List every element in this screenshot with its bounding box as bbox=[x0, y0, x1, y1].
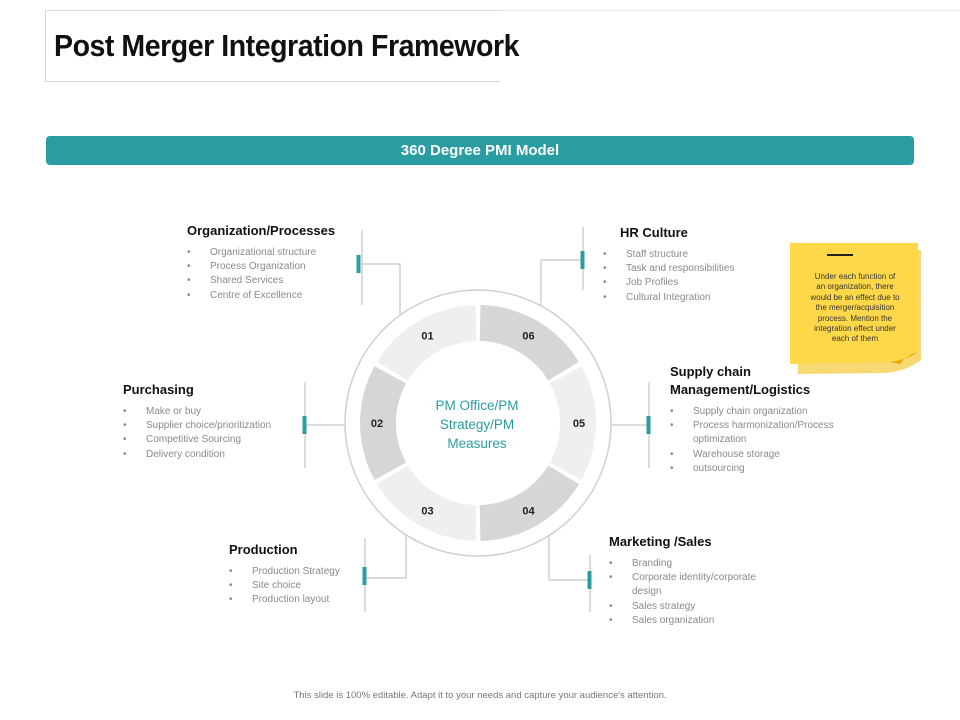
list-item: Staff structure bbox=[603, 248, 734, 262]
supply-list: Supply chain organization Process harmon… bbox=[670, 405, 834, 476]
sticky-note-paper bbox=[790, 243, 918, 364]
wheel-segment-04 bbox=[479, 465, 579, 541]
wheel-segment-01 bbox=[377, 305, 477, 381]
block-organization-processes: Organization/Processes Organizational st… bbox=[187, 222, 335, 303]
connector-org-elbow bbox=[362, 263, 401, 318]
block-supply-chain: Supply chain Management/Logistics Supply… bbox=[670, 363, 834, 476]
purchasing-title: Purchasing bbox=[123, 382, 194, 397]
note-dash bbox=[827, 254, 853, 256]
org-title: Organization/Processes bbox=[187, 223, 336, 238]
tick-marketing bbox=[587, 571, 592, 589]
list-item: optimization bbox=[693, 434, 747, 446]
center-label-line2: Strategy/PM bbox=[440, 417, 514, 432]
tick-hr bbox=[580, 251, 585, 269]
wheel-segments bbox=[360, 305, 596, 541]
list-item: Production layout bbox=[229, 593, 340, 607]
connector-hr-elbow bbox=[540, 259, 583, 310]
segment-label-05: 05 bbox=[573, 418, 585, 430]
top-divider bbox=[500, 10, 960, 11]
list-item: Delivery condition bbox=[123, 448, 271, 462]
model-banner: 360 Degree PMI Model bbox=[46, 136, 914, 165]
segment-labels: 06 05 04 03 02 01 bbox=[371, 331, 585, 518]
note-line: would be an effect due to bbox=[810, 292, 900, 302]
note-line: each of them bbox=[831, 334, 879, 344]
center-label-line1: PM Office/PM bbox=[435, 398, 518, 413]
sticky-note: Under each function of an organization, … bbox=[784, 242, 920, 374]
wheel-segment-06 bbox=[479, 305, 579, 381]
list-item: Branding bbox=[609, 557, 756, 571]
note-line: process. Mention the bbox=[817, 313, 893, 323]
hr-list: Staff structure Task and responsibilitie… bbox=[603, 248, 734, 305]
tick-org bbox=[356, 255, 361, 273]
list-item: Make or buy bbox=[123, 405, 271, 419]
marketing-list: Branding Corporate identity/corporate de… bbox=[609, 557, 756, 628]
list-item: design bbox=[632, 586, 662, 598]
tick-supply bbox=[646, 416, 651, 434]
list-item: Shared Services bbox=[187, 274, 335, 288]
list-item: Sales organization bbox=[609, 614, 756, 628]
tick-purchasing bbox=[302, 416, 307, 434]
purchasing-list: Make or buy Supplier choice/prioritizati… bbox=[123, 405, 271, 462]
list-item: Supply chain organization bbox=[670, 405, 834, 419]
wheel-center bbox=[396, 341, 560, 505]
list-item: Production Strategy bbox=[229, 565, 340, 579]
list-item: Centre of Excellence bbox=[187, 289, 335, 303]
sticky-note-curl bbox=[890, 352, 918, 364]
supply-title-line1: Supply chain bbox=[670, 364, 751, 379]
note-line: an organization, there bbox=[816, 282, 894, 292]
center-label-line3: Measures bbox=[447, 436, 507, 451]
segment-label-03: 03 bbox=[421, 505, 433, 517]
wheel-segment-03 bbox=[377, 465, 477, 541]
footer-note: This slide is 100% editable. Adapt it to… bbox=[293, 690, 667, 701]
org-list: Organizational structure Process Organiz… bbox=[187, 246, 335, 303]
title-frame bbox=[45, 10, 501, 82]
note-line: the merger/acquisition bbox=[815, 303, 895, 313]
list-item: Organizational structure bbox=[187, 246, 335, 260]
production-title: Production bbox=[229, 542, 298, 557]
list-item: outsourcing bbox=[670, 462, 834, 476]
segment-label-04: 04 bbox=[522, 505, 535, 517]
segment-label-06: 06 bbox=[522, 331, 534, 343]
list-item: Job Profiles bbox=[603, 276, 734, 290]
block-production: Production Production Strategy Site choi… bbox=[229, 541, 340, 608]
list-item: Task and responsibilities bbox=[603, 262, 734, 276]
segment-label-02: 02 bbox=[371, 418, 383, 430]
note-line: Under each function of bbox=[814, 272, 896, 281]
supply-title-line2: Management/Logistics bbox=[670, 382, 811, 397]
hr-title: HR Culture bbox=[620, 225, 688, 240]
marketing-title: Marketing /Sales bbox=[609, 534, 712, 549]
production-list: Production Strategy Site choice Producti… bbox=[229, 565, 340, 608]
tick-production bbox=[362, 567, 367, 585]
note-line: integration effect under bbox=[814, 324, 896, 334]
wheel-segment-05 bbox=[549, 366, 596, 480]
list-item: Sales strategy bbox=[609, 600, 756, 614]
list-item: Corporate identity/corporate bbox=[609, 571, 756, 585]
list-item: Site choice bbox=[229, 579, 340, 593]
page-title: Post Merger Integration Framework bbox=[54, 28, 520, 63]
connector-production-elbow bbox=[365, 530, 407, 579]
block-marketing-sales: Marketing /Sales Branding Corporate iden… bbox=[609, 533, 756, 628]
wheel-segment-02 bbox=[360, 366, 407, 480]
list-item: Cultural Integration bbox=[603, 291, 734, 305]
segment-label-01: 01 bbox=[421, 331, 433, 343]
list-item: Supplier choice/prioritization bbox=[123, 419, 271, 433]
list-item: Warehouse storage bbox=[670, 448, 834, 462]
list-item: Process harmonization/Process bbox=[670, 419, 834, 433]
list-item: Competitive Sourcing bbox=[123, 433, 271, 447]
block-hr-culture: HR Culture Staff structure Task and resp… bbox=[603, 224, 734, 305]
list-item: Process Organization bbox=[187, 260, 335, 274]
block-purchasing: Purchasing Make or buy Supplier choice/p… bbox=[123, 381, 271, 462]
connector-ticks bbox=[302, 251, 651, 589]
sticky-note-graphic bbox=[790, 243, 921, 374]
note-text: Under each function of an organization, … bbox=[800, 272, 910, 345]
connector-marketing-elbow bbox=[548, 530, 590, 581]
